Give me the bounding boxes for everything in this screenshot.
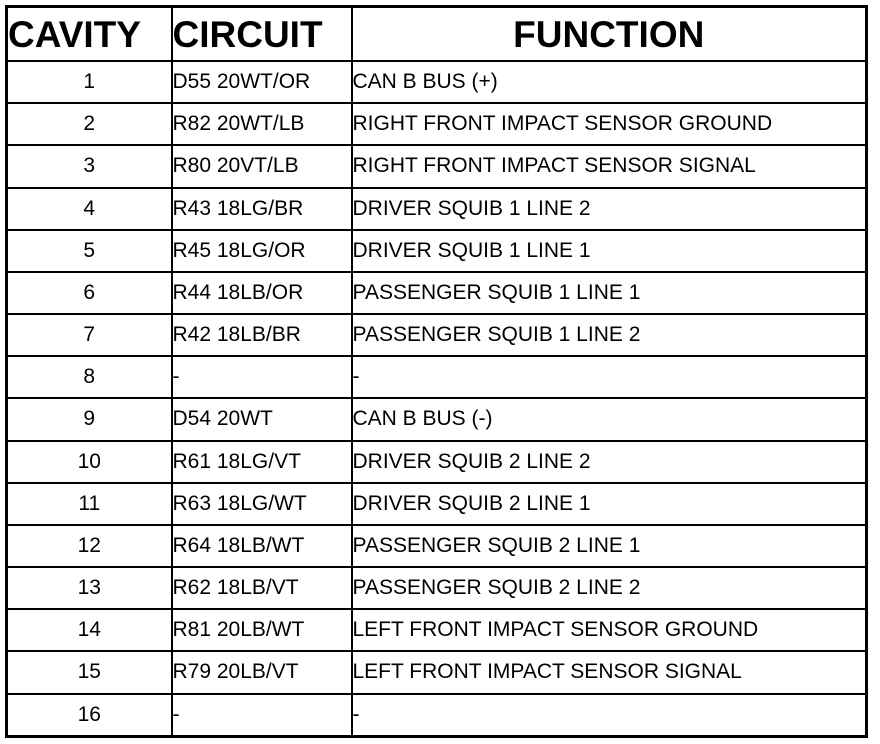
circuit-cell: R44 18LB/OR — [170, 270, 353, 316]
cavity-cell: 16 — [5, 692, 173, 738]
cavity-cell: 1 — [5, 59, 173, 105]
function-cell: PASSENGER SQUIB 1 LINE 2 — [350, 313, 868, 358]
circuit-cell: R80 20VT/LB — [170, 144, 353, 189]
circuit-cell: R42 18LB/BR — [170, 313, 353, 358]
function-cell: LEFT FRONT IMPACT SENSOR SIGNAL — [350, 650, 868, 695]
circuit-cell: R61 18LG/VT — [170, 439, 353, 484]
function-cell: CAN B BUS (-) — [350, 397, 868, 442]
table-row: 8-- — [5, 355, 868, 400]
function-cell: DRIVER SQUIB 2 LINE 1 — [350, 481, 868, 526]
function-cell: - — [350, 692, 868, 738]
cavity-cell: 12 — [5, 523, 173, 569]
circuit-cell: R63 18LG/WT — [170, 481, 353, 526]
cavity-cell: 14 — [5, 608, 173, 653]
cavity-cell: 15 — [5, 650, 173, 695]
circuit-cell: R81 20LB/WT — [170, 608, 353, 653]
circuit-cell: R82 20WT/LB — [170, 102, 353, 147]
function-cell: DRIVER SQUIB 2 LINE 2 — [350, 439, 868, 484]
header-function: FUNCTION — [350, 5, 868, 62]
function-cell: DRIVER SQUIB 1 LINE 2 — [350, 186, 868, 231]
cavity-cell: 5 — [5, 228, 173, 273]
circuit-cell: R64 18LB/WT — [170, 523, 353, 569]
cavity-cell: 6 — [5, 270, 173, 316]
circuit-cell: R43 18LG/BR — [170, 186, 353, 231]
circuit-cell: - — [170, 355, 353, 400]
table-row: 16-- — [5, 692, 868, 738]
cavity-cell: 2 — [5, 102, 173, 147]
function-cell: PASSENGER SQUIB 2 LINE 1 — [350, 523, 868, 569]
circuit-cell: D54 20WT — [170, 397, 353, 442]
header-cavity: CAVITY — [5, 5, 173, 62]
function-cell: CAN B BUS (+) — [350, 59, 868, 105]
circuit-cell: D55 20WT/OR — [170, 59, 353, 105]
cavity-cell: 7 — [5, 313, 173, 358]
circuit-cell: - — [170, 692, 353, 738]
cavity-cell: 4 — [5, 186, 173, 231]
cavity-cell: 13 — [5, 566, 173, 611]
cavity-cell: 10 — [5, 439, 173, 484]
circuit-cell: R45 18LG/OR — [170, 228, 353, 273]
function-cell: PASSENGER SQUIB 1 LINE 1 — [350, 270, 868, 316]
function-cell: PASSENGER SQUIB 2 LINE 2 — [350, 566, 868, 611]
cavity-cell: 11 — [5, 481, 173, 526]
function-cell: DRIVER SQUIB 1 LINE 1 — [350, 228, 868, 273]
header-circuit: CIRCUIT — [170, 5, 353, 62]
circuit-cell: R62 18LB/VT — [170, 566, 353, 611]
function-cell: - — [350, 355, 868, 400]
function-cell: LEFT FRONT IMPACT SENSOR GROUND — [350, 608, 868, 653]
function-cell: RIGHT FRONT IMPACT SENSOR GROUND — [350, 102, 868, 147]
header-row: CAVITY CIRCUIT FUNCTION — [5, 5, 868, 62]
cavity-cell: 3 — [5, 144, 173, 189]
function-cell: RIGHT FRONT IMPACT SENSOR SIGNAL — [350, 144, 868, 189]
cavity-cell: 8 — [5, 355, 173, 400]
cavity-cell: 9 — [5, 397, 173, 442]
circuit-cell: R79 20LB/VT — [170, 650, 353, 695]
